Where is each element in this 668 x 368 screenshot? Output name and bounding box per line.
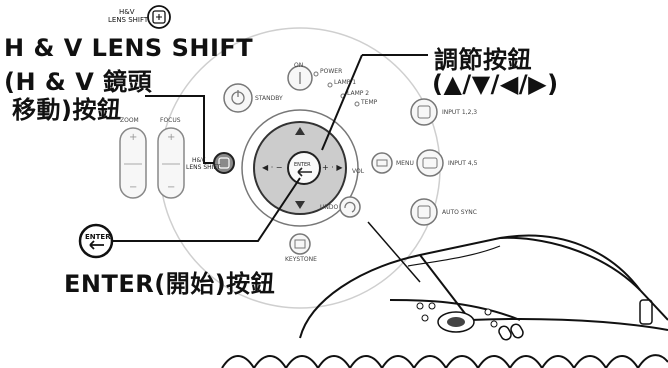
mini-control-panel (416, 299, 653, 341)
enter-leader (112, 177, 301, 242)
zoom-label: ZOOM (120, 117, 139, 124)
autosync-label: AUTO SYNC (442, 209, 477, 216)
lens-shift-panel-label-2: LENS SHIFT (186, 164, 221, 171)
left-minus-label: ◀ · − (262, 163, 283, 172)
standby-label: STANDBY (255, 95, 283, 102)
lens-shift-cn-line1: (H & V 鏡頭 (4, 68, 153, 96)
autosync-button (410, 198, 438, 226)
adjust-leader (321, 54, 363, 151)
enter-label: ENTER(開始)按鈕 (64, 270, 276, 298)
focus-minus: − (167, 182, 176, 193)
lens-shift-leader (145, 95, 214, 164)
enter-icon (78, 223, 114, 259)
menu-label: MENU (396, 160, 414, 167)
focus-label: FOCUS (160, 117, 181, 124)
on-button (287, 65, 313, 91)
on-label: ON (294, 62, 304, 69)
indicator-lights (313, 71, 360, 107)
input1-button (410, 98, 438, 126)
enter-button (287, 151, 321, 185)
undo-button (339, 196, 361, 218)
lamp1-label: LAMP 1 (334, 79, 357, 86)
menu-button (371, 152, 393, 174)
top-icon-label: H&V (119, 8, 135, 16)
keystone-button (289, 233, 311, 255)
input1-label: INPUT 1,2,3 (442, 109, 478, 116)
zoom-rocker (119, 127, 147, 199)
projector-illustration (299, 234, 668, 339)
vol-label: VOL (352, 168, 365, 175)
enter-icon-text: ENTER (85, 233, 111, 241)
focus-rocker (157, 127, 185, 199)
zoom-plus: + (129, 132, 138, 143)
power-label: POWER (320, 68, 343, 75)
adjust-label-line2: (▲/▼/◀/▶) (432, 70, 559, 98)
input2-button (416, 149, 444, 177)
adjust-label-line1: 調節按鈕 (434, 46, 532, 74)
top-icon-label-line2: LENS SHIFT (108, 16, 149, 24)
right-plus-label: + · ▶ (322, 163, 343, 172)
lens-shift-icon (147, 5, 171, 29)
zoom-minus: − (129, 182, 138, 193)
lens-shift-cn-line2: 移動)按鈕 (12, 96, 122, 124)
lens-shift-panel-label-1: H&V (192, 157, 206, 164)
keystone-label: KEYSTONE (285, 256, 317, 263)
top-icon-label-line1: H&V (119, 8, 135, 16)
wavy-cut-line (221, 354, 668, 368)
lamp2-label: LAMP 2 (347, 90, 370, 97)
undo-label: UNDO (320, 204, 339, 211)
focus-plus: + (167, 132, 176, 143)
input2-label: INPUT 4,5 (448, 160, 478, 167)
lens-shift-title: H & V LENS SHIFT (4, 34, 254, 62)
temp-label: TEMP (361, 99, 378, 106)
enter-center-label: ENTER (294, 162, 311, 168)
standby-button (223, 83, 253, 113)
